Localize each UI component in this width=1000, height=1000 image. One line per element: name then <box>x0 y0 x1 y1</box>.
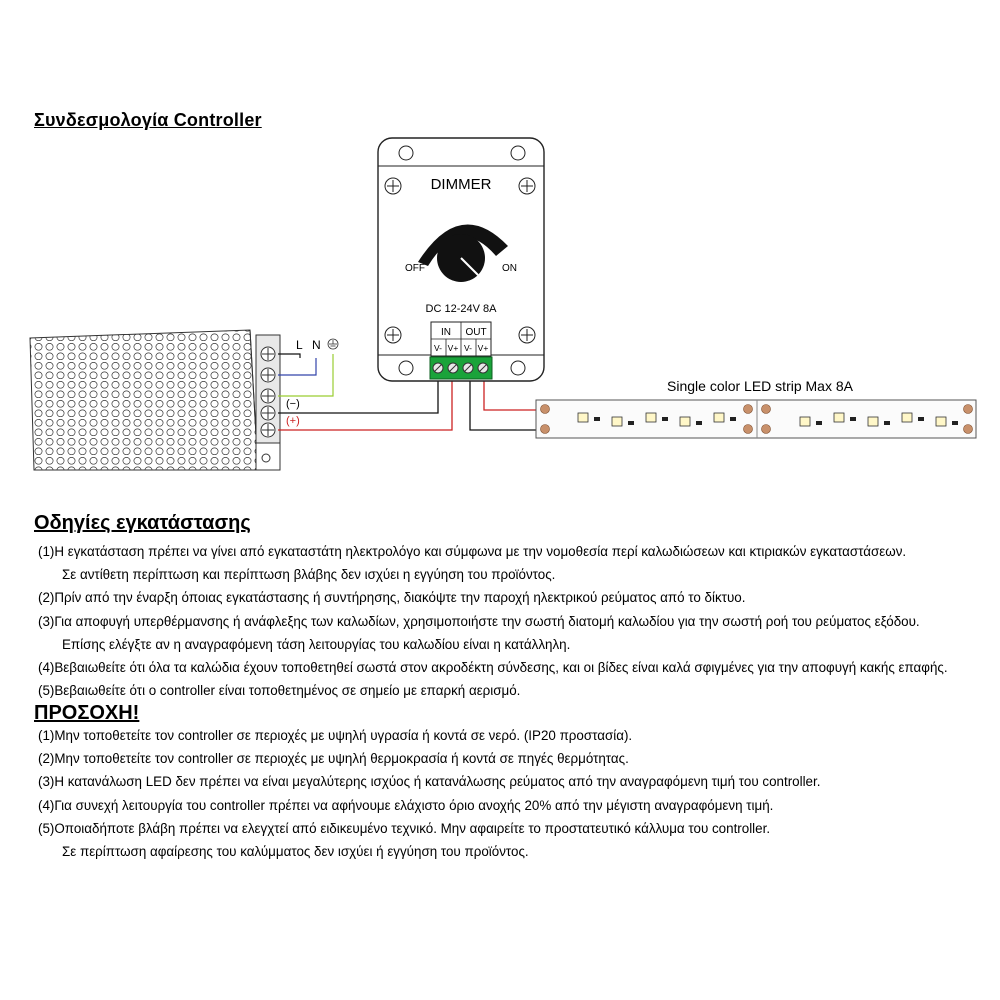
terminal-label-in-minus: V- <box>434 343 442 353</box>
install-item-5: (5)Βεβαιωθείτε ότι ο controller είναι το… <box>38 683 521 699</box>
wire-psu-minus <box>278 378 439 414</box>
warning-list: (1)Μην τοποθετείτε τον controller σε περ… <box>38 724 988 863</box>
warning-item-4: (4)Για συνεχή λειτουργία του controller … <box>38 797 774 813</box>
solder-pad <box>540 424 550 434</box>
warning-heading: ΠΡΟΣΟΧΗ! <box>34 702 140 724</box>
wire-n <box>278 358 317 376</box>
off-label: OFF <box>405 263 425 274</box>
resistor <box>662 417 668 421</box>
install-item-2: (2)Πρίν από την έναρξη όποιας εγκατάστασ… <box>38 590 746 606</box>
warning-item-3: (3)Η κατανάλωση LED δεν πρέπει να είναι … <box>38 774 821 790</box>
page-title: Συνδεσμολογία Controller <box>34 110 262 130</box>
resistor <box>628 421 634 425</box>
led-chip <box>645 412 657 423</box>
install-list: (1)Η εγκατάσταση πρέπει να γίνει από εγκ… <box>38 540 988 702</box>
wire-out-plus <box>483 378 540 411</box>
warning-item-1: (1)Μην τοποθετείτε τον controller σε περ… <box>38 728 633 743</box>
led-chip <box>577 412 589 423</box>
solder-pad <box>963 424 973 434</box>
resistor <box>730 417 736 421</box>
resistor <box>884 421 890 425</box>
led-chip <box>833 412 845 423</box>
resistor <box>696 421 702 425</box>
green-terminal-block <box>429 356 493 380</box>
solder-pad <box>743 424 753 434</box>
install-heading: Οδηγίες εγκατάστασης <box>34 512 251 534</box>
label-n: N <box>312 338 321 352</box>
power-supply <box>29 329 281 471</box>
solder-pad <box>743 404 753 414</box>
out-label: OUT <box>465 327 486 338</box>
brightness-arc <box>418 224 508 266</box>
strip-solder-pads <box>540 404 973 434</box>
wire-out-minus <box>469 378 540 431</box>
solder-pad <box>963 404 973 414</box>
mounting-screw-icons <box>384 177 536 344</box>
label-minus: (−) <box>286 398 300 410</box>
wire-l <box>278 353 301 358</box>
install-item-4: (4)Βεβαιωθείτε ότι όλα τα καλώδια έχουν … <box>38 660 948 676</box>
warning-item-5: (5)Οποιαδήποτε βλάβη πρέπει να ελεγχτεί … <box>38 820 771 860</box>
wire-psu-plus <box>278 378 453 431</box>
psu-screws <box>260 346 276 438</box>
resistor <box>850 417 856 421</box>
dimmer-controller: DIMMER OFF ON DC 12-24V 8A IN OUT V- V+ … <box>377 137 545 382</box>
led-strip <box>535 399 977 439</box>
solder-pad <box>761 404 771 414</box>
led-chip <box>679 416 691 427</box>
wire-ground <box>278 354 334 397</box>
resistor <box>918 417 924 421</box>
warning-item-2: (2)Μην τοποθετείτε τον controller σε περ… <box>38 751 629 767</box>
resistor <box>952 421 958 425</box>
solder-pad <box>761 424 771 434</box>
ground-icon <box>327 338 339 350</box>
label-l: L <box>296 338 303 352</box>
led-chip <box>901 412 913 423</box>
on-label: ON <box>502 263 517 274</box>
dimmer-label: DIMMER <box>431 176 492 193</box>
strip-label: Single color LED strip Max 8A <box>667 378 854 394</box>
strip-leds <box>577 412 958 427</box>
led-chip <box>799 416 811 427</box>
terminal-label-out-minus: V- <box>464 343 472 353</box>
rating-label: DC 12-24V 8A <box>426 303 498 315</box>
in-label: IN <box>441 327 451 338</box>
led-chip <box>713 412 725 423</box>
terminal-label-in-plus: V+ <box>448 343 459 353</box>
terminal-label-out-plus: V+ <box>478 343 489 353</box>
wiring-diagram: L N (−) (+) DIMMER OFF ON <box>29 137 977 471</box>
resistor <box>816 421 822 425</box>
solder-pad <box>540 404 550 414</box>
led-chip <box>935 416 947 427</box>
install-item-1: (1)Η εγκατάσταση πρέπει να γίνει από εγκ… <box>38 544 907 583</box>
resistor <box>594 417 600 421</box>
label-plus: (+) <box>286 415 300 427</box>
install-item-3: (3)Για αποφυγή υπερθέρμανσης ή ανάφλεξης… <box>38 613 920 652</box>
led-chip <box>611 416 623 427</box>
led-chip <box>867 416 879 427</box>
